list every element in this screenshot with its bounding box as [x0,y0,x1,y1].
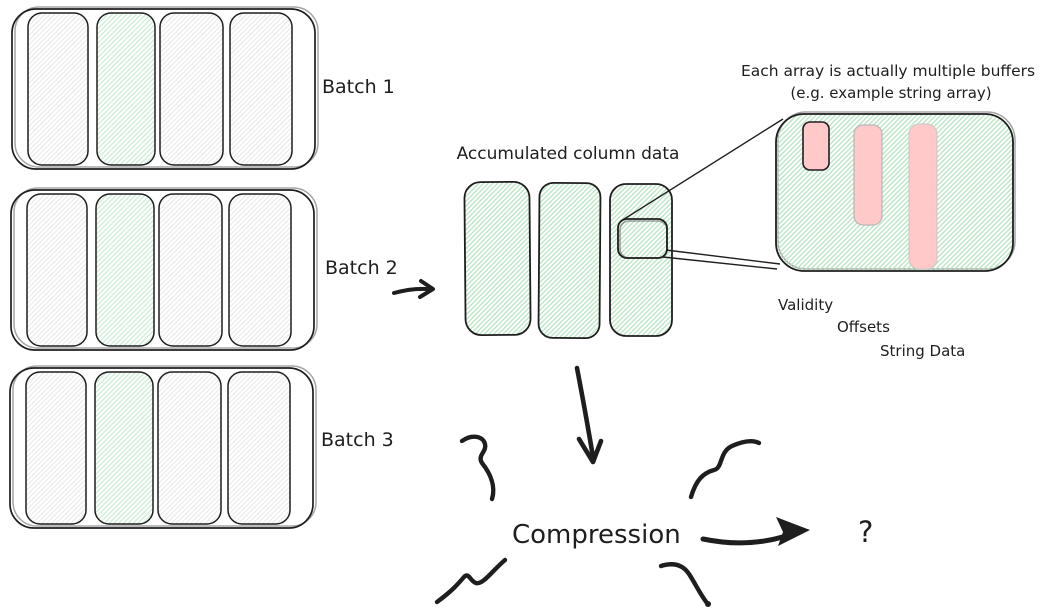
buffers-caption-line1: Each array is actually multiple buffers [740,62,1036,80]
accumulated-title: Accumulated column data [456,144,680,164]
squiggle-top-right [688,438,762,500]
batch-2-label: Batch 2 [325,257,398,279]
batch-3-box [9,365,317,529]
validity-label: Validity [778,296,834,314]
batch-1-box [11,6,319,170]
squiggle-bottom-left [434,557,508,605]
buffers-caption-line2: (e.g. example string array) [790,84,992,102]
accumulated-column-3 [609,183,673,337]
squiggle-dot [705,601,711,607]
squiggle-top-left [459,434,496,502]
squiggle-bottom-right [658,562,710,606]
string-data-buffer-bar [908,123,938,270]
offsets-label: Offsets [837,318,890,336]
buffers-box [775,111,1016,272]
arrowhead [776,517,810,546]
zoom-callout-lines [620,118,784,270]
accumulated-column-1 [463,180,532,337]
batch-1-label: Batch 1 [322,76,395,98]
buffers-box-outline [775,113,1014,272]
string-data-label: String Data [880,342,966,360]
accumulated-to-compression-arrow [574,365,604,465]
batch-2-box [10,187,318,351]
batch-3-label: Batch 3 [321,429,394,451]
offsets-buffer-bar [853,124,883,226]
accumulated-column-2 [537,181,602,340]
accumulated-columns [463,180,673,340]
compression-label: Compression [512,520,681,550]
question-mark: ? [858,515,874,549]
compression-squiggles [434,434,762,607]
validity-buffer-bar [802,121,830,171]
compression-output-arrow [700,517,810,546]
batches-to-accumulated-arrow [392,279,435,299]
zoom-region-box [617,218,668,259]
